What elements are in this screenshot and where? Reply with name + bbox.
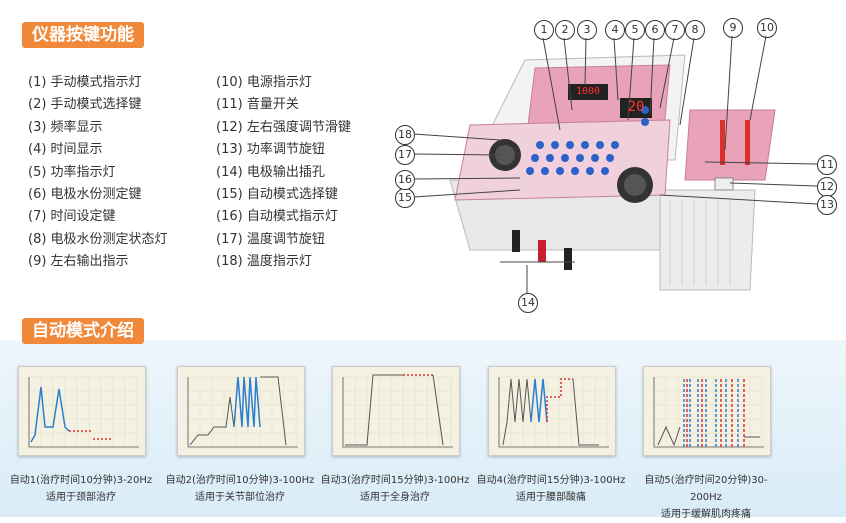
auto-mode-5-chart xyxy=(643,366,771,456)
callout-15: 15 xyxy=(395,188,415,208)
auto-mode-4-chart xyxy=(488,366,616,456)
frequency-display: 1000 xyxy=(575,86,601,97)
function-item: (5) 功率指示灯 xyxy=(28,164,116,180)
function-item: (9) 左右输出指示 xyxy=(28,254,129,270)
function-list-right: (10) 电源指示灯 (11) 音量开关 (12) 左右强度调节滑键 (13) 功率调… xyxy=(216,72,351,274)
callout-4: 4 xyxy=(605,20,625,40)
function-item: (16) 自动模式指示灯 xyxy=(216,209,338,225)
function-item: (11) 音量开关 xyxy=(216,97,299,113)
callout-8: 8 xyxy=(685,20,705,40)
function-item: (12) 左右强度调节滑键 xyxy=(216,119,351,135)
function-item: (14) 电极输出插孔 xyxy=(216,164,325,180)
device-illustration xyxy=(430,40,790,300)
auto-mode-1-caption: 自动1(治疗时间10分钟)3-20Hz 适用于颈部治疗 xyxy=(6,472,156,506)
callout-10: 10 xyxy=(757,18,777,38)
function-item: (7) 时间设定键 xyxy=(28,209,116,225)
callout-11: 11 xyxy=(817,155,837,175)
auto-mode-4-caption: 自动4(治疗时间15分钟)3-100Hz 适用于腰部酸痛 xyxy=(476,472,626,506)
function-item: (2) 手动模式选择键 xyxy=(28,97,142,113)
caption-line1: 自动4(治疗时间15分钟)3-100Hz xyxy=(476,475,626,486)
function-item: (1) 手动模式指示灯 xyxy=(28,75,142,90)
callout-14: 14 xyxy=(518,293,538,313)
caption-line1: 自动3(治疗时间15分钟)3-100Hz xyxy=(320,475,470,486)
callout-16: 16 xyxy=(395,170,415,190)
callout-3: 3 xyxy=(577,20,597,40)
function-item: (4) 时间显示 xyxy=(28,142,103,158)
auto-mode-3-caption: 自动3(治疗时间15分钟)3-100Hz 适用于全身治疗 xyxy=(320,472,470,506)
caption-line2: 适用于腰部酸痛 xyxy=(516,492,586,503)
time-display: 20 xyxy=(627,99,645,115)
caption-line2: 适用于颈部治疗 xyxy=(46,492,116,503)
caption-line2: 适用于全身治疗 xyxy=(360,492,430,503)
callout-1: 1 xyxy=(534,20,554,40)
function-item: (3) 频率显示 xyxy=(28,119,103,135)
callout-6: 6 xyxy=(645,20,665,40)
function-item: (15) 自动模式选择键 xyxy=(216,187,338,203)
auto-mode-1-chart xyxy=(18,366,146,456)
function-item: (6) 电极水份测定键 xyxy=(28,187,142,203)
function-item: (10) 电源指示灯 xyxy=(216,75,312,90)
function-item: (8) 电极水份测定状态灯 xyxy=(28,231,168,247)
callout-13: 13 xyxy=(817,195,837,215)
function-item: (17) 温度调节旋钮 xyxy=(216,231,325,247)
auto-mode-2-caption: 自动2(治疗时间10分钟)3-100Hz 适用于关节部位治疗 xyxy=(165,472,315,506)
callout-5: 5 xyxy=(625,20,645,40)
callout-9: 9 xyxy=(723,18,743,38)
callout-18: 18 xyxy=(395,125,415,145)
auto-mode-5-caption: 自动5(治疗时间20分钟)30-200Hz 适用于缓解肌肉疼痛 xyxy=(631,472,781,523)
caption-line1: 自动1(治疗时间10分钟)3-20Hz xyxy=(9,475,153,486)
auto-mode-2-chart xyxy=(177,366,305,456)
callout-17: 17 xyxy=(395,145,415,165)
caption-line2: 适用于关节部位治疗 xyxy=(195,492,285,503)
auto-mode-3-chart xyxy=(332,366,460,456)
caption-line1: 自动5(治疗时间20分钟)30-200Hz xyxy=(644,475,768,503)
caption-line2: 适用于缓解肌肉疼痛 xyxy=(661,509,751,520)
callout-2: 2 xyxy=(555,20,575,40)
auto-mode-section-title: 自动模式介绍 xyxy=(22,318,144,344)
function-item: (13) 功率调节旋钮 xyxy=(216,142,325,158)
callout-7: 7 xyxy=(665,20,685,40)
caption-line1: 自动2(治疗时间10分钟)3-100Hz xyxy=(165,475,315,486)
function-item: (18) 温度指示灯 xyxy=(216,254,312,270)
functions-section-title: 仪器按键功能 xyxy=(22,22,144,48)
function-list-left: (1) 手动模式指示灯 (2) 手动模式选择键 (3) 频率显示 (4) 时间显示 (5… xyxy=(28,72,168,274)
